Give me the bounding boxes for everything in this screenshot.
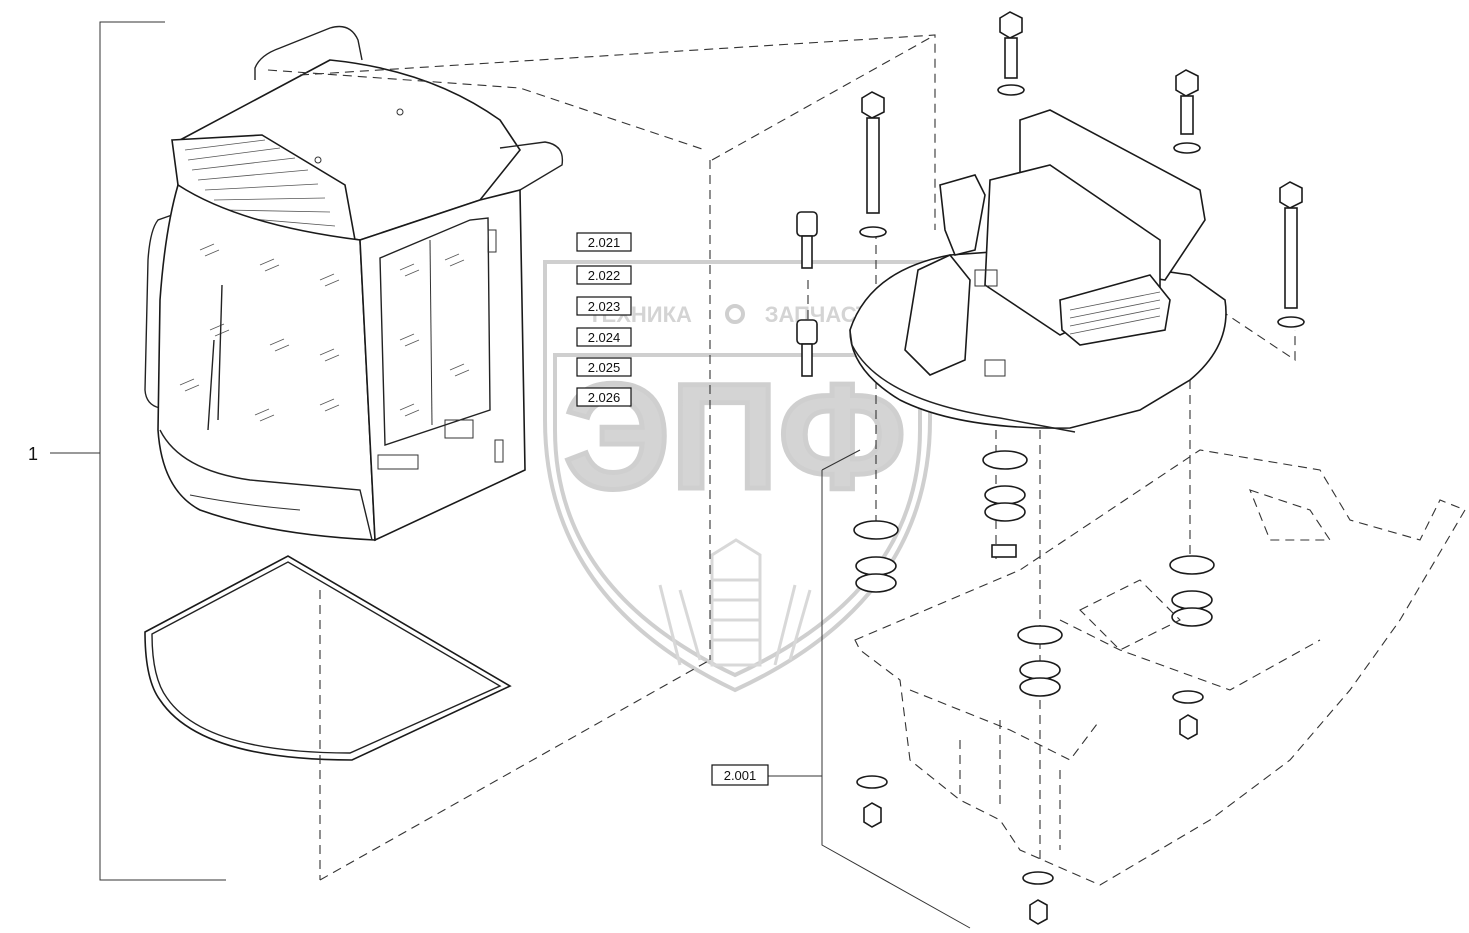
watermark-shield-outline xyxy=(543,260,932,693)
platform-detail xyxy=(974,269,998,287)
bolt-hex-2 xyxy=(1173,69,1201,154)
pedal-bracket xyxy=(904,254,971,376)
door-handle xyxy=(377,454,419,470)
watermark: ТЕХНИКА ЗАПЧАСТИ ЭПФ xyxy=(543,260,932,693)
bolt-hex-4 xyxy=(1277,181,1305,328)
hex-nut xyxy=(1029,899,1048,925)
cab-side-window xyxy=(379,217,491,446)
floor-seal-inner xyxy=(151,561,502,754)
assembly-guide-lines xyxy=(267,34,1296,881)
door-hinge-upper xyxy=(487,229,497,253)
callout-list: 2.021 2.022 2.023 2.024 2.025 2.026 xyxy=(576,232,632,407)
callout-2-025: 2.025 xyxy=(576,357,632,377)
washer xyxy=(1172,690,1204,704)
side-handrail xyxy=(499,141,564,191)
leader-platform xyxy=(768,449,971,929)
roof-handrail xyxy=(254,25,363,80)
rear-vent-box xyxy=(1059,274,1171,346)
watermark-logo: ЭПФ xyxy=(564,352,907,520)
cab-lower-panel xyxy=(159,429,373,541)
svg-text:2.022: 2.022 xyxy=(588,268,621,283)
svg-text:2.024: 2.024 xyxy=(588,330,621,345)
callout-2-026: 2.026 xyxy=(576,387,632,407)
socket-bolt-1 xyxy=(796,211,818,269)
isolator-1 xyxy=(982,450,1028,558)
callout-2-021: 2.021 xyxy=(576,232,632,252)
visor-louvers xyxy=(184,139,336,227)
isolator-4 xyxy=(1017,625,1063,697)
watermark-wheat-icon xyxy=(658,538,812,667)
watermark-shield-inner xyxy=(553,353,922,678)
socket-bolt-2 xyxy=(796,319,818,377)
svg-text:2.025: 2.025 xyxy=(588,360,621,375)
svg-text:2.026: 2.026 xyxy=(588,390,621,405)
watermark-gear-icon xyxy=(725,304,745,324)
platform-cutout xyxy=(984,359,1006,377)
isolator-2 xyxy=(853,520,899,593)
bolt-hex-1 xyxy=(997,11,1025,96)
floor-seal xyxy=(144,555,512,761)
washer xyxy=(856,775,888,789)
chassis-frame xyxy=(854,449,1466,886)
callout-2-001: 2.001 xyxy=(711,764,769,786)
svg-text:2.021: 2.021 xyxy=(588,235,621,250)
main-assembly-bracket xyxy=(50,21,226,881)
callout-2-022: 2.022 xyxy=(576,265,632,285)
vent-grille xyxy=(1069,291,1161,335)
cab-side-panel xyxy=(359,188,526,542)
hex-nut xyxy=(1179,714,1198,740)
callout-main: 1 xyxy=(28,444,38,464)
isolator-3 xyxy=(1169,555,1215,627)
floor-seal-outer xyxy=(144,555,512,761)
cab-assembly xyxy=(144,25,564,542)
svg-text:2.023: 2.023 xyxy=(588,299,621,314)
roof-stud xyxy=(314,156,322,164)
washer xyxy=(1022,871,1054,885)
chassis-outline xyxy=(854,449,1466,886)
bolt-hex-3 xyxy=(859,91,887,238)
door-lock xyxy=(444,419,474,439)
wiper-arm xyxy=(207,284,223,431)
left-handrail xyxy=(144,214,173,409)
roof-stud xyxy=(396,108,404,116)
callout-2-023: 2.023 xyxy=(576,296,632,316)
glass-reflection-marks xyxy=(179,243,470,422)
isolator-mounts xyxy=(853,450,1215,925)
callout-2-024: 2.024 xyxy=(576,327,632,347)
svg-text:2.001: 2.001 xyxy=(724,768,757,783)
hex-nut xyxy=(863,802,882,828)
cab-body xyxy=(157,183,376,541)
control-pedestal xyxy=(939,174,986,256)
door-hinge-lower xyxy=(494,439,504,463)
cab-platform xyxy=(849,109,1227,433)
